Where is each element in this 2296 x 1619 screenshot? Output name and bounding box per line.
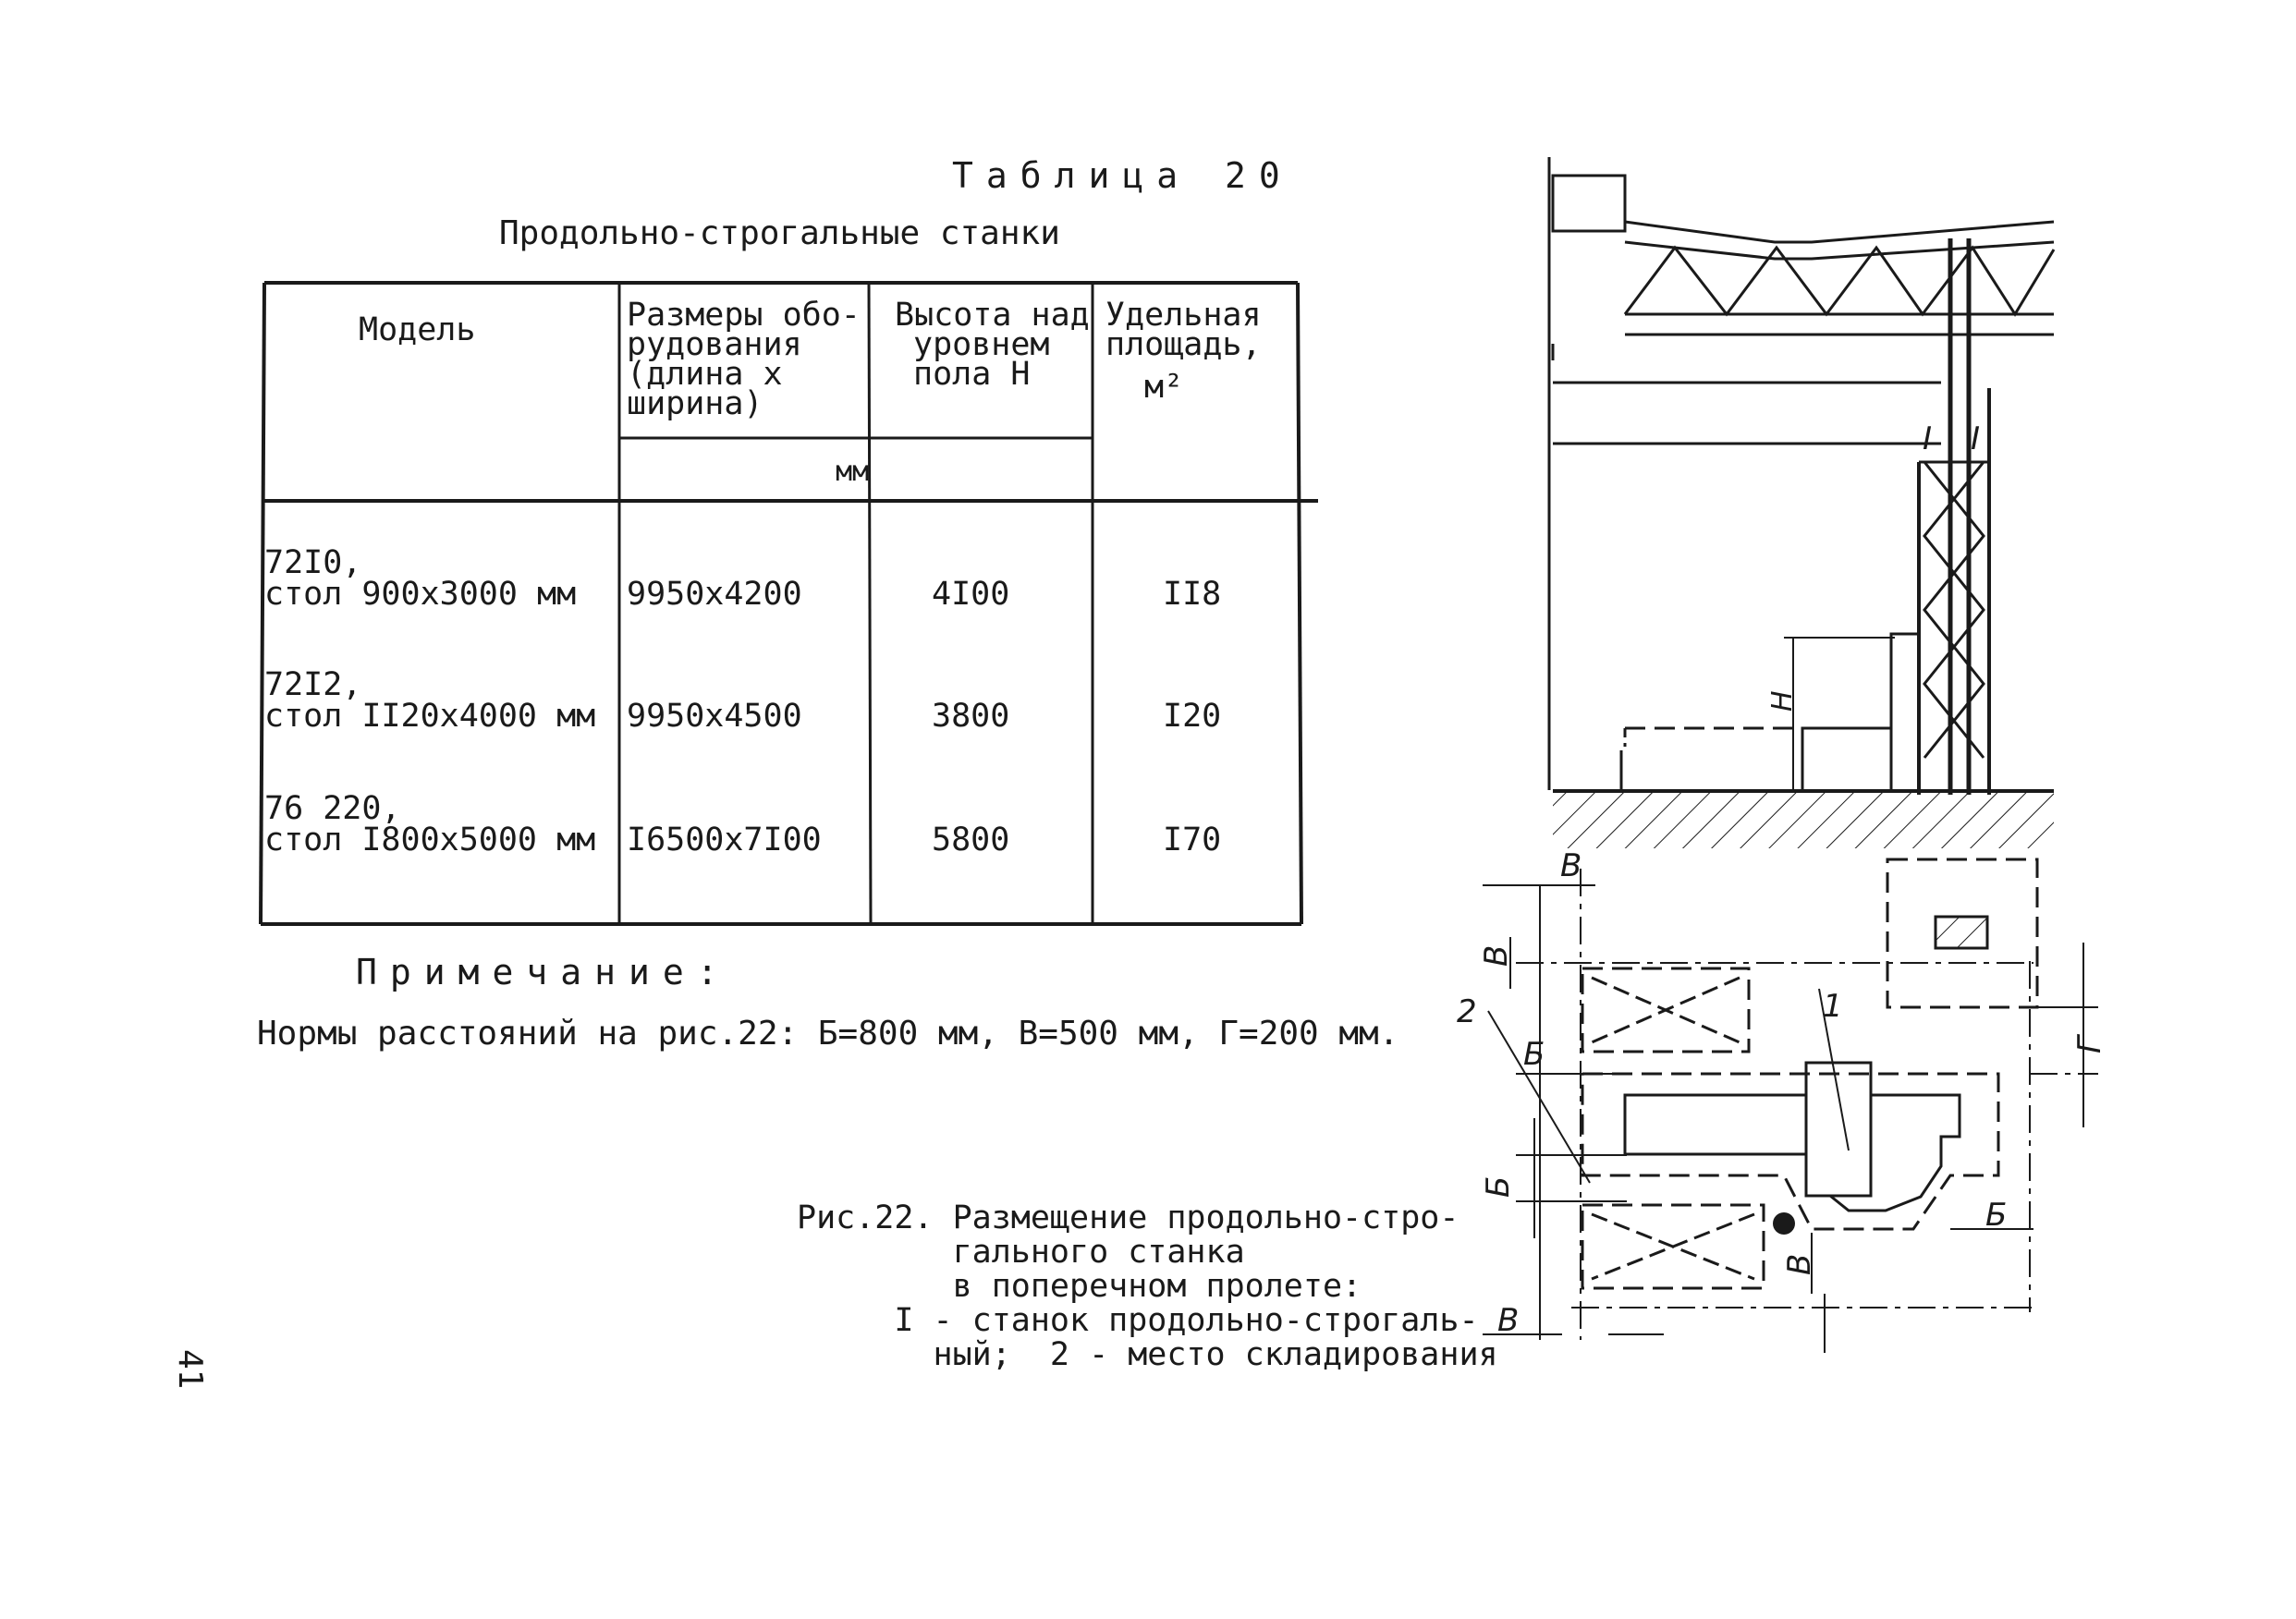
table-title: Продольно-строгальные станки <box>499 214 1060 252</box>
figure-caption: Рис.22. Размещение продольно-стро- гальн… <box>797 1199 1498 1373</box>
label-b-right: Б <box>1985 1197 2007 1234</box>
label-beam-right: I <box>1971 420 1980 457</box>
label-g: Г <box>2071 1033 2108 1053</box>
floor-hatching <box>1553 793 2054 848</box>
label-h: Н <box>1766 690 1799 712</box>
table-number-label: Таблица 20 <box>952 155 1293 196</box>
label-storage: 2 <box>1457 993 1477 1030</box>
row1-area: II8 <box>1163 576 1221 613</box>
header-dimensions-3: (длина х <box>627 356 783 393</box>
header-model: Модель <box>359 311 475 348</box>
row2-area: I20 <box>1163 698 1221 735</box>
label-b-lower: Б <box>1523 1036 1545 1073</box>
header-area-1: Удельная <box>1105 297 1262 334</box>
row3-model-line1: 76 220, <box>264 790 401 827</box>
row2-height: 3800 <box>932 698 1009 735</box>
header-dimensions-4: ширина) <box>627 385 763 422</box>
row1-height: 4I00 <box>932 576 1009 613</box>
header-area-3: м² <box>1144 369 1183 406</box>
row1-model-line2: стол 900х3000 мм <box>264 576 576 613</box>
section-view <box>1547 157 2056 795</box>
header-dimensions-1: Размеры обо- <box>627 297 861 334</box>
header-units: мм <box>836 456 869 488</box>
note-text: Нормы расстояний на рис.22: Б=800 мм, В=… <box>257 1015 1399 1053</box>
label-machine: 1 <box>1823 988 1843 1025</box>
row2-model-line2: стол II20х4000 мм <box>264 698 595 735</box>
row3-model-line2: стол I800х5000 мм <box>264 822 595 858</box>
label-v-left: В <box>1478 945 1515 967</box>
row2-model-line1: 72I2, <box>264 666 361 703</box>
header-dimensions-2: рудования <box>627 326 802 363</box>
note-label: Примечание: <box>356 952 731 992</box>
header-area-2: площадь, <box>1105 326 1262 363</box>
page-number: 41 <box>171 1349 209 1390</box>
label-v-bottom: В <box>1497 1302 1519 1339</box>
plan-view <box>1483 858 2098 1353</box>
label-b-left: Б <box>1480 1176 1517 1198</box>
header-height-1: Высота над <box>895 297 1090 334</box>
label-v-top: В <box>1560 847 1582 884</box>
row2-dimensions: 9950х4500 <box>627 698 802 735</box>
header-height-2: уровнем <box>913 326 1050 363</box>
label-beam-left: I <box>1923 420 1932 457</box>
row1-dimensions: 9950х4200 <box>627 576 802 613</box>
row3-height: 5800 <box>932 822 1009 858</box>
row3-dimensions: I6500х7I00 <box>627 822 822 858</box>
header-height-3: пола Н <box>913 356 1030 393</box>
row1-model-line1: 72I0, <box>264 544 361 581</box>
row3-area: I70 <box>1163 822 1221 858</box>
label-v-lower: В <box>1781 1254 1818 1275</box>
